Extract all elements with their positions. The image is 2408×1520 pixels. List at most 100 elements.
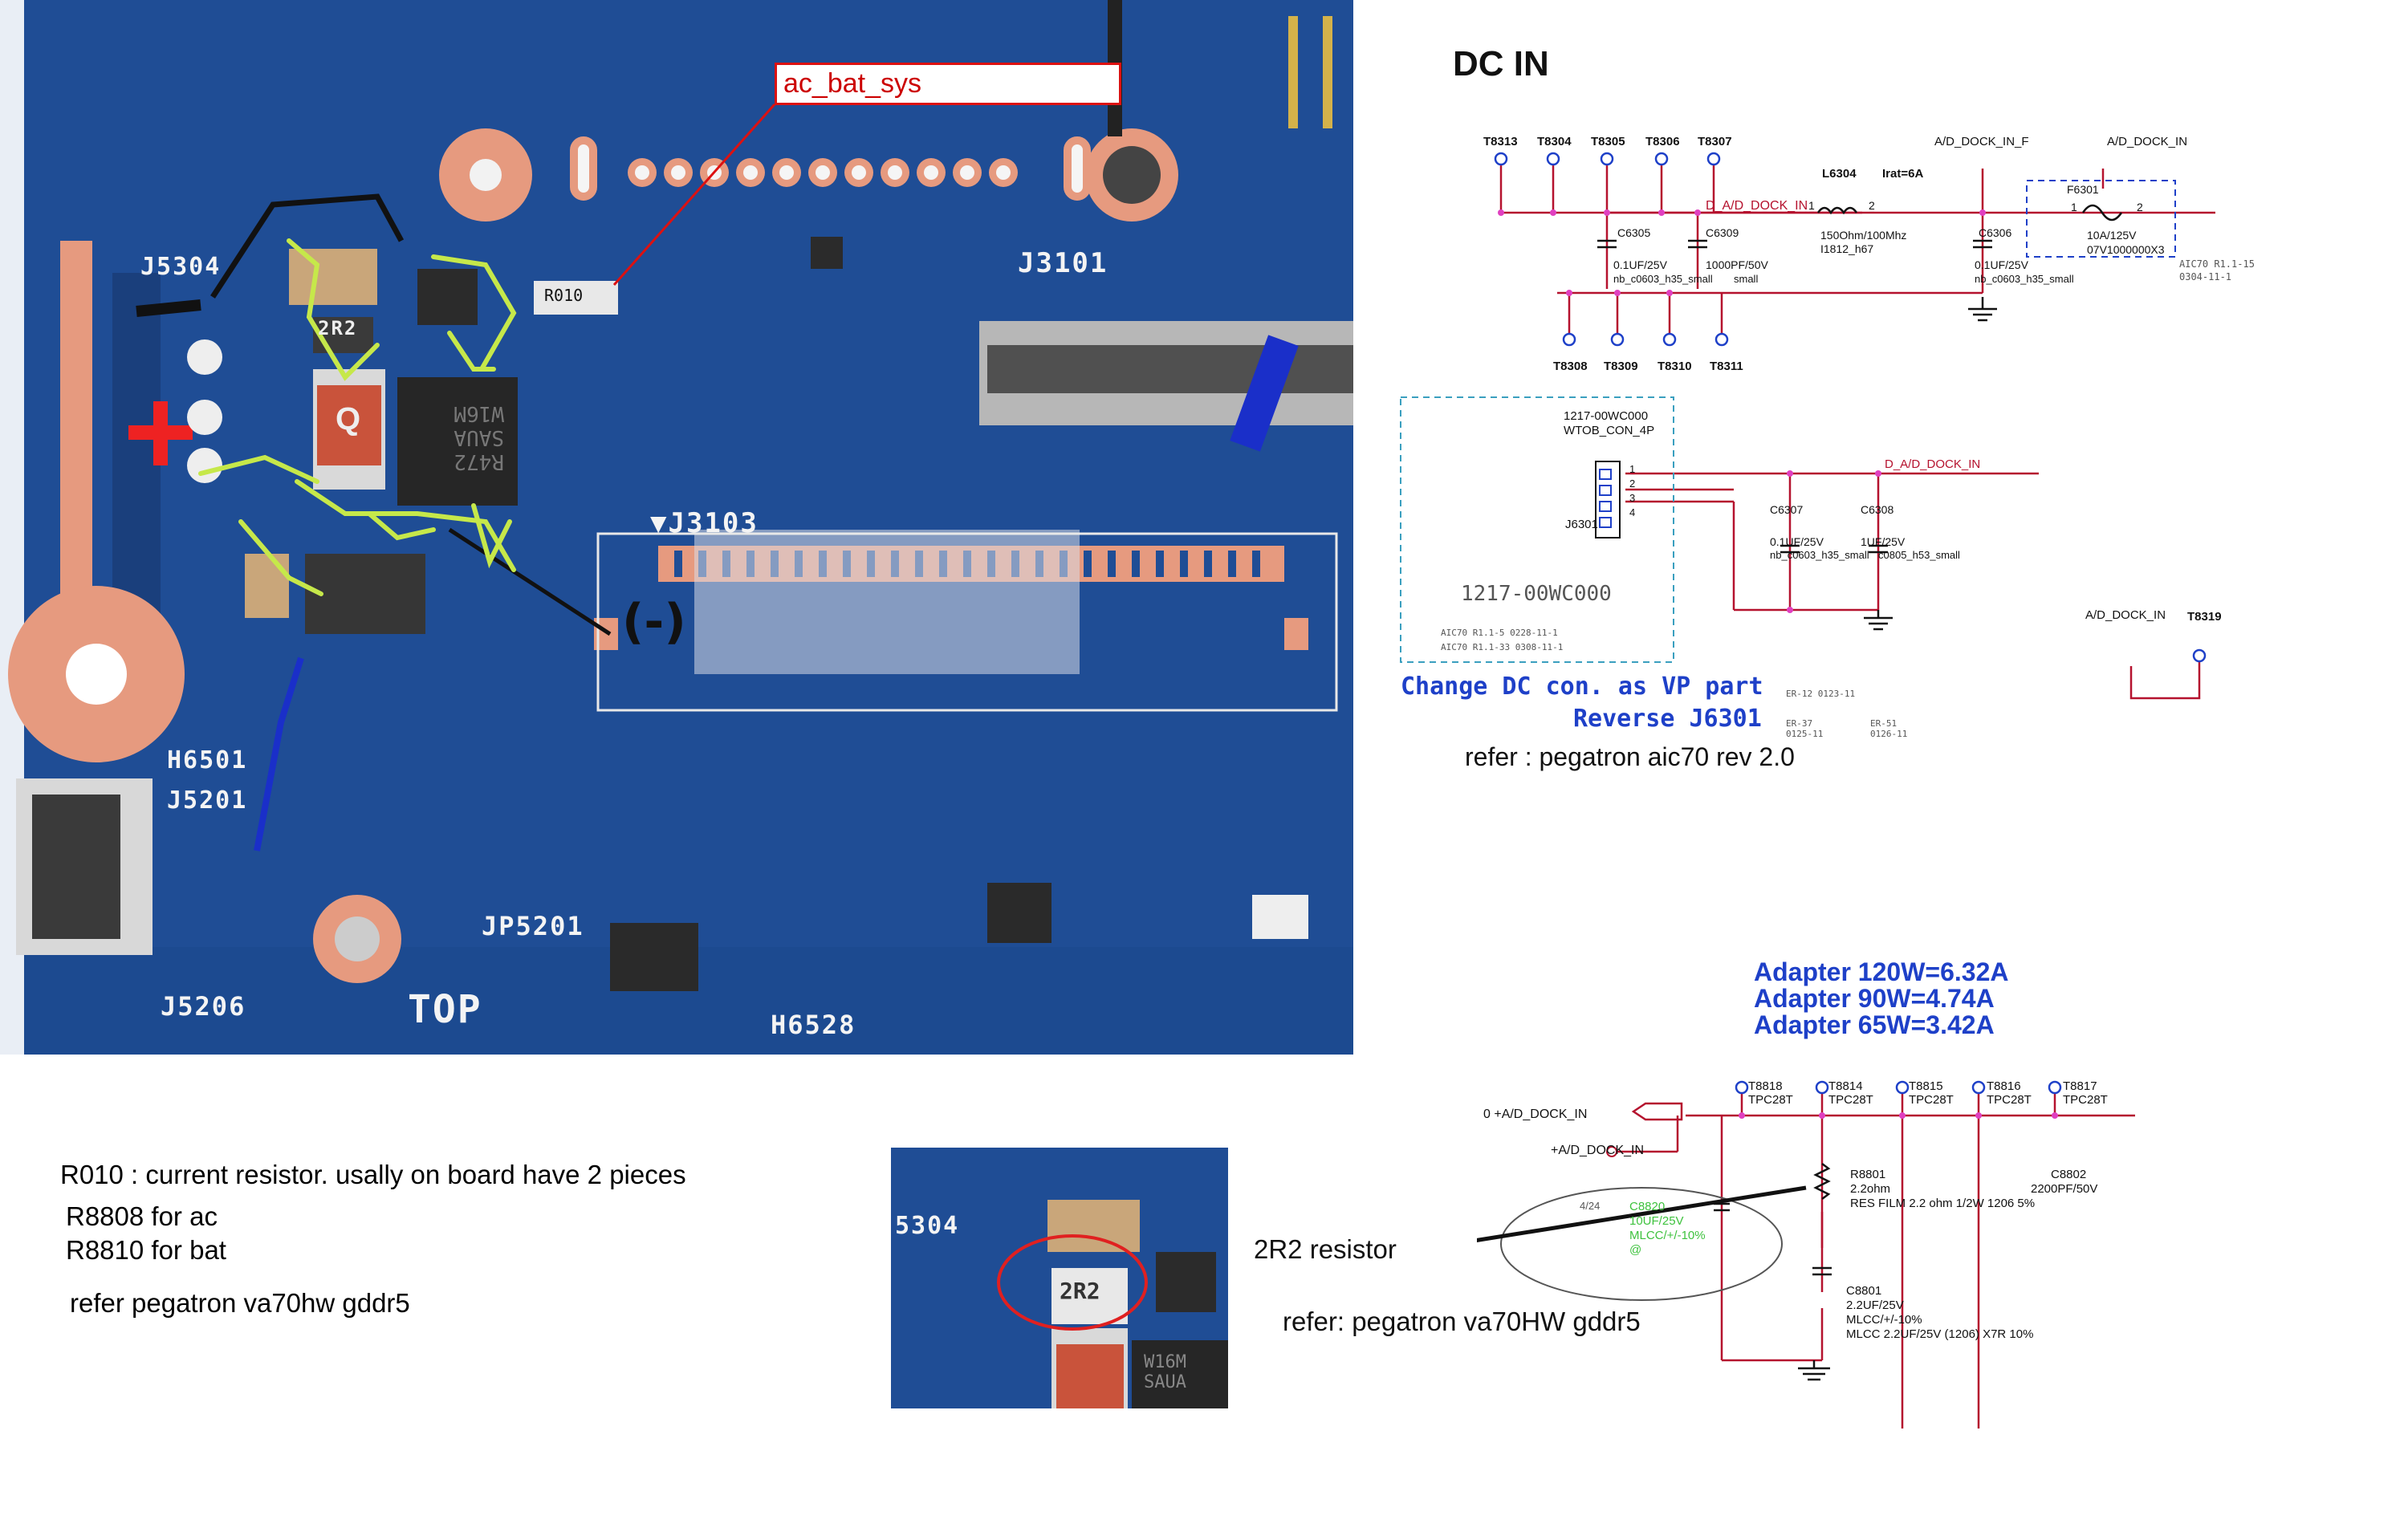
fuse-part: 07V1000000X3 — [2087, 243, 2165, 256]
rev-note-1: AIC70 R1.1-15 — [2179, 258, 2255, 270]
adapter-rating-120w: Adapter 120W=6.32A — [1754, 957, 2009, 986]
capacitor — [289, 249, 377, 305]
resistor-r010-label: R010 — [544, 286, 584, 305]
ac-bat-sys-callout: ac_bat_sys — [775, 63, 1121, 105]
mosfet-chip — [397, 377, 518, 506]
tp-t8307: T8307 — [1698, 135, 1732, 148]
tp-t8311: T8311 — [1710, 360, 1743, 373]
c6307-value: 0.1UF/25V — [1770, 535, 1824, 548]
silk-h6501: H6501 — [167, 746, 248, 774]
resistor-2r2-label: 2R2 — [318, 317, 358, 339]
silk-j3101: J3101 — [1018, 247, 1108, 279]
connector-rev-1: AIC70 R1.1-5 0228-11-1 — [1441, 628, 1558, 638]
c6308-ref: C6308 — [1861, 503, 1894, 516]
dc-in-refer: refer : pegatron aic70 rev 2.0 — [1465, 742, 1795, 771]
c6309-value: 1000PF/50V — [1706, 258, 1768, 271]
tp-t8310: T8310 — [1658, 360, 1692, 373]
r010-resistor — [534, 281, 618, 315]
tp-t8818-ref: T8818 — [1748, 1079, 1783, 1093]
tp-t8304: T8304 — [1537, 135, 1572, 148]
dc-in-schematic — [1400, 152, 2215, 700]
c6308-footprint: c0805_h53_small — [1878, 549, 1960, 561]
inset-resistor-2r2: 2R2 — [1060, 1278, 1100, 1304]
cap-marking: Q — [336, 401, 361, 437]
fuse-ref: F6301 — [2067, 183, 2099, 196]
tp-t8817-ref: T8817 — [2063, 1079, 2097, 1093]
c6307-ref: C6307 — [1770, 503, 1804, 516]
r8801-value: 2.2ohm — [1850, 1182, 1891, 1196]
rev-note-2: 0304-11-1 — [2179, 271, 2232, 282]
note-r8810: R8810 for bat — [66, 1235, 226, 1265]
c8801-value: 2.2UF/25V — [1846, 1299, 1904, 1312]
c8820-value: 10UF/25V — [1629, 1214, 1684, 1228]
inductor-rating: Irat=6A — [1882, 167, 1924, 181]
c6305-value: 0.1UF/25V — [1613, 258, 1667, 271]
connector-type: WTOB_CON_4P — [1564, 424, 1655, 437]
chip-marking: R472 SAUA W16M — [454, 401, 504, 473]
c6307-footprint: nb_c0603_h35_small — [1770, 549, 1869, 561]
note-refer: refer pegatron va70hw gddr5 — [70, 1288, 410, 1318]
c8820-ref: C8820 — [1629, 1200, 1666, 1213]
change-note-2-tag-b: ER-51 0126-11 — [1870, 718, 1908, 739]
change-note-2: Reverse J6301 — [1573, 705, 1762, 733]
adapter-rating-65w: Adapter 65W=3.42A — [1754, 1010, 1995, 1039]
c8802-ref: C8802 — [2051, 1168, 2087, 1181]
inductor-pin2: 2 — [1869, 199, 1875, 212]
connector-pin4: 4 — [1629, 506, 1636, 518]
adapter-ratings: Adapter 120W=6.32A Adapter 90W=4.74A Ada… — [1754, 959, 2008, 1038]
c6306-ref: C6306 — [1979, 226, 2012, 239]
silk-top: TOP — [408, 987, 482, 1032]
net-ad-dock-in: A/D_DOCK_IN — [2107, 135, 2188, 148]
negative-marker: (-) — [622, 594, 686, 650]
pcb-artwork — [0, 0, 1353, 1055]
tp-t8305: T8305 — [1591, 135, 1625, 148]
connector-part: 1217-00WC000 — [1564, 409, 1649, 423]
note-r8808: R8808 for ac — [66, 1201, 218, 1231]
tp-t8309: T8309 — [1604, 360, 1638, 373]
c8820-desc: MLCC/+/-10% — [1629, 1229, 1706, 1242]
silk-j5304: J5304 — [140, 253, 222, 281]
adapter-schematic — [1477, 1080, 2135, 1429]
change-note-1-tag: ER-12 0123-11 — [1786, 689, 1856, 699]
fuse-pin2: 2 — [2137, 201, 2143, 213]
inductor-ref: L6304 — [1822, 167, 1857, 181]
tp-t8815-ref: T8815 — [1909, 1079, 1943, 1093]
silk-jp5201: JP5201 — [482, 911, 584, 941]
adapter-rating-90w: Adapter 90W=4.74A — [1754, 984, 1995, 1013]
c8801-ref: C8801 — [1846, 1284, 1882, 1298]
c6305-footprint: nb_c0603_h35_small — [1613, 273, 1713, 285]
change-note-1: Change DC con. as VP part — [1401, 673, 1763, 701]
silk-j5206: J5206 — [161, 991, 246, 1022]
r8801-desc: RES FILM 2.2 ohm 1/2W 1206 5% — [1850, 1197, 2036, 1210]
c6306-footprint: nb_c0603_h35_small — [1975, 273, 2074, 285]
connector-pin3: 3 — [1629, 492, 1636, 504]
note-r010: R010 : current resistor. usally on board… — [60, 1160, 686, 1189]
tp-t8817-type: TPC28T — [2063, 1093, 2108, 1107]
inductor-value: 150Ohm/100Mhz — [1820, 229, 1907, 242]
c6308-value: 1UF/25V — [1861, 535, 1906, 548]
c6305-ref: C6305 — [1617, 226, 1651, 239]
tp-t8815-type: TPC28T — [1909, 1093, 1954, 1107]
t8319-net: A/D_DOCK_IN — [2085, 608, 2166, 622]
connector-pin2: 2 — [1629, 478, 1636, 490]
net2-label: +A/D_DOCK_IN — [1551, 1144, 1645, 1157]
adapter-refer: refer: pegatron va70HW gddr5 — [1283, 1307, 1641, 1336]
net-d-ad-dock-in: D_A/D_DOCK_IN — [1885, 457, 1981, 471]
tp-t8818-type: TPC28T — [1748, 1093, 1793, 1107]
tp-t8816-ref: T8816 — [1987, 1079, 2021, 1093]
tape — [694, 530, 1080, 674]
connector-pin1: 1 — [1629, 463, 1636, 475]
input-net-label: 0 +A/D_DOCK_IN — [1483, 1107, 1588, 1121]
tp-t8814-type: TPC28T — [1828, 1093, 1873, 1107]
connector-ref: J6301 — [1565, 518, 1598, 531]
inset-silk-5304: 5304 — [895, 1212, 960, 1240]
dc-in-title: DC IN — [1453, 44, 1549, 83]
c6309-ref: C6309 — [1706, 226, 1739, 239]
connector-large-label: 1217-00WC000 — [1461, 582, 1612, 606]
tp-t8306: T8306 — [1645, 135, 1680, 148]
r8801-ref: R8801 — [1850, 1168, 1886, 1181]
